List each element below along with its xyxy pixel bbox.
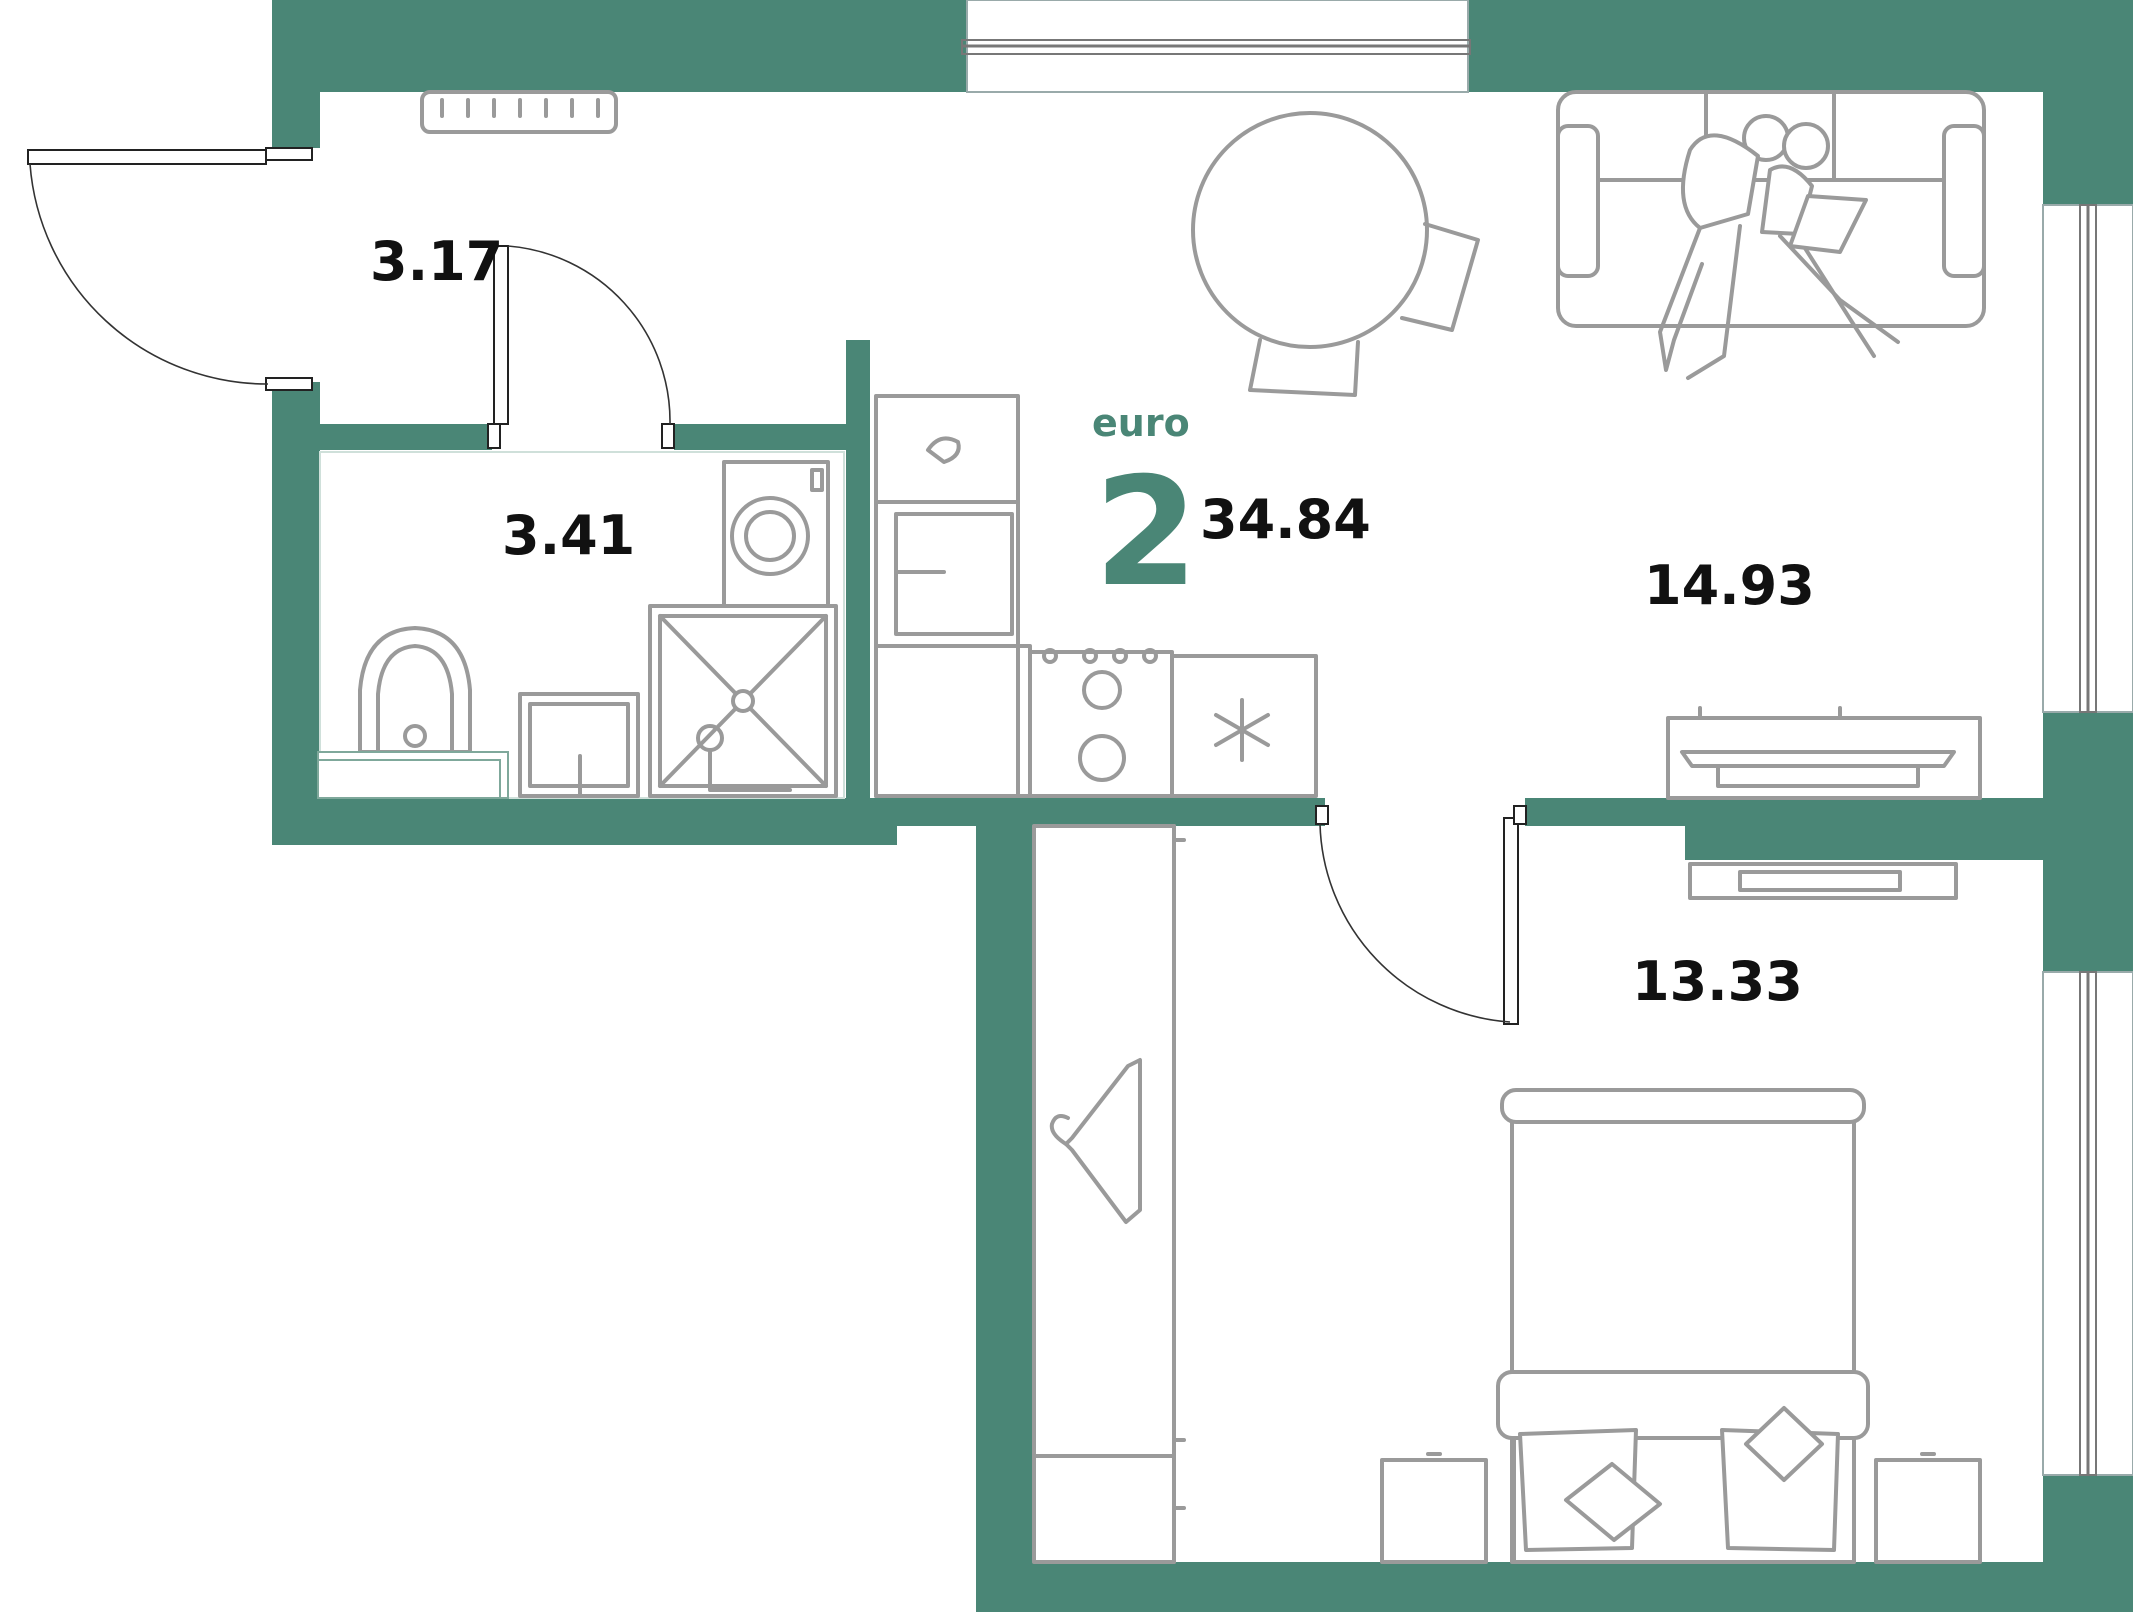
bathroom-fixtures	[317, 451, 845, 799]
counter	[874, 644, 1032, 798]
bathroom-area: 3.41	[502, 504, 635, 567]
living-kitchen-area: 14.93	[1644, 554, 1815, 617]
wall-bath-bottom	[272, 798, 897, 845]
walls	[272, 0, 2133, 1612]
wall-right-3	[2043, 1475, 2133, 1612]
apartment-type-label: euro	[1092, 401, 1190, 445]
shower	[648, 604, 838, 798]
freezer	[1170, 654, 1318, 798]
bed	[1380, 1088, 1982, 1564]
hanger-icon	[1064, 1058, 1142, 1224]
wall-bedroom-left	[976, 826, 1034, 1612]
people-illustration	[1658, 114, 1900, 380]
doors	[27, 147, 1527, 1025]
bedroom-door-leaf	[1503, 817, 1519, 1025]
wall-right-1	[2043, 0, 2133, 205]
wall-bath-kitchen	[846, 340, 870, 820]
hall-area: 3.17	[370, 230, 503, 293]
wall-bottom	[976, 1562, 2133, 1612]
tv-bedroom	[1688, 862, 1958, 900]
apartment-rooms-count: 2	[1094, 446, 1198, 620]
entrance-door-leaf	[27, 149, 267, 165]
wall-left-upper	[272, 0, 320, 148]
wall-hall-bath-right	[674, 424, 846, 450]
dining-table	[1191, 111, 1480, 397]
wall-kitchen-bottom	[870, 798, 1325, 826]
nightstand-right	[1874, 1458, 1982, 1564]
wall-top-right	[1468, 0, 2133, 92]
bedroom-area: 13.33	[1632, 950, 1803, 1013]
kitchen	[874, 394, 1318, 798]
nightstand-left	[1380, 1458, 1488, 1564]
wall-top-left	[272, 0, 967, 92]
apartment-total-area: 34.84	[1200, 488, 1371, 551]
radiator	[420, 90, 618, 134]
wardrobe	[1032, 824, 1186, 1564]
wall-left-lower	[272, 382, 320, 845]
snowflake-icon	[1214, 698, 1270, 762]
wall-right-2	[2043, 712, 2133, 972]
windows	[961, 0, 2133, 1476]
wall-hall-bath-left	[320, 424, 492, 450]
tv-stand	[1666, 706, 1982, 800]
toilet	[358, 626, 472, 754]
